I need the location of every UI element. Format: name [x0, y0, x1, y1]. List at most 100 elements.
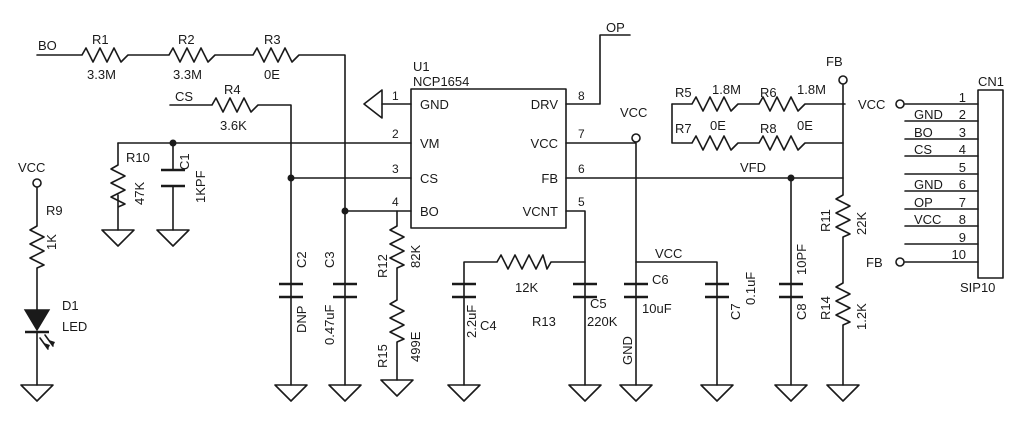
cn1-pin-4-num: 4 [959, 142, 966, 157]
ground-symbol [568, 384, 602, 402]
resistor-r1-ref: R1 [92, 32, 109, 47]
resistor-r14: R14 1.2K [818, 282, 869, 330]
resistor-r11-value: 22K [854, 212, 869, 235]
ground-symbol [700, 384, 734, 402]
resistor-r7-value: 0E [710, 118, 726, 133]
cn1-pin-1-num: 1 [959, 90, 966, 105]
resistor-r1-value: 3.3M [87, 67, 116, 82]
cn1-pin-9-num: 9 [959, 230, 966, 245]
cn1-pin-7-num: 7 [959, 195, 966, 210]
vcc-terminal-led [32, 178, 42, 188]
capacitor-c8: 10PF C8 [779, 244, 809, 320]
capacitor-c3-ref: C3 [322, 251, 337, 268]
net-fb-top: FB [826, 54, 843, 69]
capacitor-c2: C2 DNP [279, 251, 309, 333]
cn1-pin-2-num: 2 [959, 107, 966, 122]
ic-part: NCP1654 [413, 74, 469, 89]
net-fb-cn1: FB [866, 255, 883, 270]
cn1-pin-2-label: GND [914, 107, 943, 122]
resistor-r12-ref: R12 [375, 254, 390, 278]
capacitor-c2-value: DNP [294, 306, 309, 333]
capacitor-c5: C5 220K [573, 282, 618, 329]
capacitor-c4-ref: C4 [480, 318, 497, 333]
capacitor-c1: C1 1KPF [161, 153, 208, 203]
resistor-r13-value: 12K [515, 280, 538, 295]
capacitor-c3: C3 0.47uF [322, 251, 357, 345]
ground-symbol [328, 384, 362, 402]
resistor-r10-ref: R10 [126, 150, 150, 165]
connector-cn1: CN1 SIP10 1 2 3 4 5 6 7 8 9 10 GND BO CS… [914, 74, 1004, 295]
resistor-r14-value: 1.2K [854, 303, 869, 330]
led-value: LED [62, 319, 87, 334]
ground-symbol [156, 229, 190, 247]
ic-pin-1-num: 1 [392, 89, 399, 103]
resistor-r6-value: 1.8M [797, 82, 826, 97]
cn1-pin-4-label: CS [914, 142, 932, 157]
resistor-r4: R4 3.6K [211, 82, 259, 133]
capacitor-c5-extra: 220K [587, 314, 618, 329]
ic-pin-cs: CS [420, 171, 438, 186]
capacitor-c5-ref: C5 [590, 296, 607, 311]
capacitor-c3-value: 0.47uF [322, 304, 337, 345]
net-vcc-c7: VCC [655, 246, 682, 261]
resistor-r11: R11 22K [818, 194, 869, 238]
gnd-label: GND [620, 336, 635, 365]
capacitor-c4-value: 2.2uF [464, 305, 479, 338]
capacitor-c8-value: 10PF [794, 244, 809, 275]
connector-type: SIP10 [960, 280, 995, 295]
ic-pin-fb: FB [541, 171, 558, 186]
resistor-r2-value: 3.3M [173, 67, 202, 82]
resistor-r1: R1 3.3M [81, 32, 129, 82]
resistor-r5: R5 1.8M [675, 82, 741, 112]
capacitor-c7: C7 0.1uF [705, 272, 758, 320]
ic-pin-4-num: 4 [392, 195, 399, 209]
resistor-r9: R9 1K [29, 203, 63, 269]
resistor-r5-ref: R5 [675, 85, 692, 100]
resistor-r5-value: 1.8M [712, 82, 741, 97]
ground-symbol [20, 384, 54, 402]
ground-symbol [380, 379, 414, 397]
resistor-r15-value: 499E [408, 331, 423, 362]
resistor-r3: R3 0E [252, 32, 300, 82]
resistor-r12: R12 82K [375, 225, 423, 278]
net-bo: BO [38, 38, 57, 53]
resistor-r6: R6 1.8M [758, 82, 826, 112]
ground-symbol [619, 384, 653, 402]
net-vcc-led: VCC [18, 160, 45, 175]
resistor-r8: R8 0E [758, 118, 813, 151]
resistor-r9-value: 1K [44, 234, 59, 250]
cn1-pin-7-label: OP [914, 195, 933, 210]
ic-pin-vcnt: VCNT [523, 204, 558, 219]
resistor-r3-ref: R3 [264, 32, 281, 47]
ic-u1: U1 NCP1654 1 2 3 4 GND VM CS BO 8 7 6 5 … [392, 59, 585, 229]
capacitor-c4: 2.2uF C4 [452, 282, 497, 338]
capacitor-c1-ref: C1 [177, 153, 192, 170]
cn1-pin-5-num: 5 [959, 160, 966, 175]
ground-symbol [447, 384, 481, 402]
resistor-r15: R15 499E [375, 299, 423, 368]
cn1-pin-10-num: 10 [952, 247, 966, 262]
ic-pin-drv: DRV [531, 97, 559, 112]
wires [36, 34, 979, 386]
resistor-r12-value: 82K [408, 245, 423, 268]
led-ref: D1 [62, 298, 79, 313]
ground-symbol [274, 384, 308, 402]
resistor-r7: R7 0E [675, 118, 739, 151]
resistor-r14-ref: R14 [818, 296, 833, 320]
resistor-r4-value: 3.6K [220, 118, 247, 133]
ic-pin-2-num: 2 [392, 127, 399, 141]
ground-symbol-pin1 [363, 89, 383, 119]
cn1-pin-3-num: 3 [959, 125, 966, 140]
resistor-r15-ref: R15 [375, 344, 390, 368]
resistor-r2-ref: R2 [178, 32, 195, 47]
vcc-terminal-pin7 [631, 133, 641, 143]
ic-pin-vm: VM [420, 136, 440, 151]
net-vcc-pin7: VCC [620, 105, 647, 120]
resistor-r2: R2 3.3M [168, 32, 216, 82]
net-vcc-cn1: VCC [858, 97, 885, 112]
net-labels: BO CS OP VFD VCC VCC FB VCC VCC FB [18, 20, 905, 270]
cn1-pin-8-label: VCC [914, 212, 941, 227]
junctions [169, 139, 795, 215]
cn1-pin-6-label: GND [914, 177, 943, 192]
